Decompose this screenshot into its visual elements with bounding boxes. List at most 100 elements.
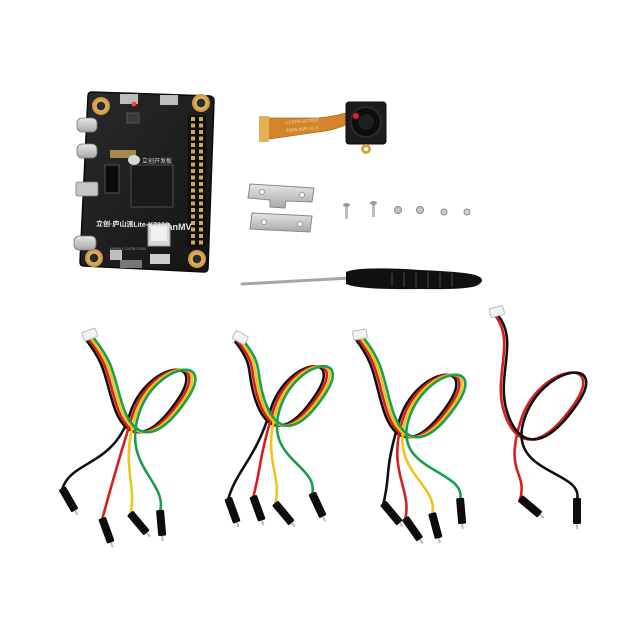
board-name: 立创·庐山派Lite-K230D [96, 219, 170, 229]
jst-plug [351, 328, 368, 341]
cable-set-3 [351, 328, 467, 544]
sd-card-slot [120, 260, 142, 268]
header-pin [191, 149, 195, 154]
cable-wire [243, 340, 334, 497]
dupont-connector [428, 512, 443, 544]
dupont-connector [456, 497, 467, 529]
cable-wire [93, 337, 197, 514]
header-pin [191, 221, 195, 225]
url-text: WWW.LCKFB.COM [110, 246, 146, 251]
dupont-connector [308, 491, 327, 522]
gpio-pins [191, 117, 203, 245]
mount-hole-tl [92, 97, 110, 115]
logo-text: 立创开发板 [142, 157, 172, 165]
status-led [131, 101, 137, 107]
header-pin [199, 214, 203, 219]
header-pin [191, 240, 195, 245]
chip-small-1 [126, 112, 140, 124]
header-pin [191, 117, 195, 121]
header-pin [191, 130, 195, 134]
dupont-connector [573, 498, 581, 529]
header-pin [191, 162, 195, 167]
header-pin [191, 123, 195, 128]
header-pin [199, 149, 203, 154]
header-pin [191, 227, 195, 232]
jst-plug [81, 327, 99, 342]
mount-hole-tr [192, 94, 210, 112]
cable-wire [90, 337, 194, 517]
usb-c-port-2 [76, 143, 98, 159]
cable-set-1 [59, 327, 197, 548]
header-pin [199, 227, 203, 232]
cable-wire [357, 337, 461, 522]
connector-left [75, 181, 99, 197]
screw-1 [343, 203, 350, 219]
camera-flex-cable [261, 109, 355, 141]
header-pin [199, 162, 203, 167]
header-pin [191, 143, 195, 147]
nut-3 [440, 208, 448, 216]
camera-bracket [247, 183, 315, 233]
header-pin [199, 221, 203, 225]
chip-small-2 [104, 164, 120, 194]
bottom-connector [150, 254, 170, 264]
model-text: Lite-K230D [133, 222, 170, 230]
header-pin [191, 208, 195, 212]
header-pin [199, 195, 203, 199]
dupont-connector [59, 486, 79, 516]
screwdriver-shaft [240, 276, 352, 286]
header-pin [191, 188, 195, 193]
header-pin [199, 234, 203, 238]
header-pin [191, 156, 195, 160]
fpc-connector [110, 150, 136, 158]
header-pin [191, 182, 195, 186]
header-pin [199, 130, 203, 134]
gpio-header [188, 115, 206, 247]
cable-wire [494, 314, 585, 502]
header-pin [199, 123, 203, 128]
jst-plug [231, 330, 249, 346]
cable-wire [60, 337, 188, 492]
cable-wire [497, 314, 588, 502]
top-connector-2 [160, 95, 178, 105]
dupont-connector [518, 495, 545, 519]
jst-plug [488, 305, 506, 318]
dupont-connector [224, 497, 241, 528]
cable-wire [237, 340, 328, 500]
nut-1 [394, 206, 402, 214]
screwdriver [240, 268, 482, 290]
header-pin [199, 201, 203, 206]
header-pin [191, 234, 195, 238]
header-pin [199, 175, 203, 180]
cable-wire [363, 337, 467, 502]
header-pin [199, 143, 203, 147]
k230d-chip [130, 164, 174, 208]
header-pin [199, 182, 203, 186]
header-pin [191, 201, 195, 206]
dupont-connector [249, 495, 266, 526]
k230d-dev-board: CanMV 立创开发板 立创·庐山派Lite-K230D WWW.LCKFB.C… [73, 91, 215, 273]
usb-c-port-3 [73, 235, 97, 251]
mount-hole-br [188, 250, 206, 268]
header-pin [199, 208, 203, 212]
header-pin [199, 188, 203, 193]
cable-wire [360, 337, 464, 517]
top-connector-1 [120, 94, 138, 104]
flex-text-1: LCKFB-GC2053 [286, 117, 320, 125]
screw-2 [370, 201, 377, 217]
cable-wire [226, 340, 325, 502]
flex-gold-contacts [259, 116, 269, 142]
mount-hole-bl [85, 249, 103, 267]
screws [343, 201, 471, 219]
screwdriver-handle [346, 268, 482, 290]
header-pin [199, 117, 203, 121]
header-pin [191, 136, 195, 141]
header-pin [199, 156, 203, 160]
header-pin [191, 195, 195, 199]
camera-module: LCKFB-GC2053 200W MIPI V1.0 [259, 101, 387, 154]
lckfb-logo-icon [128, 155, 140, 165]
usb-c-port-1 [76, 117, 98, 133]
cable-wire [240, 340, 331, 507]
header-pin [199, 240, 203, 245]
